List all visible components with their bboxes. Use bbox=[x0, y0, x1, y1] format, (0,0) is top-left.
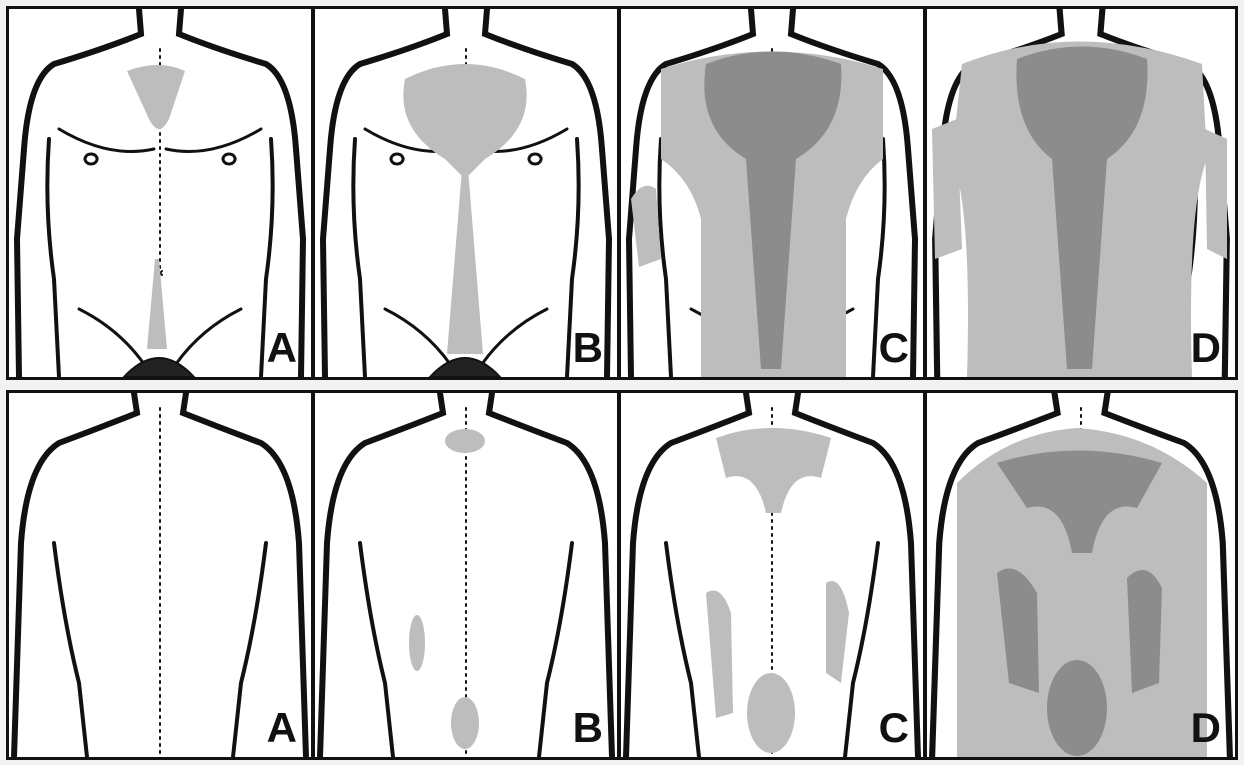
hair-shading-front-d bbox=[932, 42, 1227, 378]
back-panel-d: D bbox=[927, 393, 1235, 757]
front-panel-b: B bbox=[315, 9, 617, 377]
front-panel-d: D bbox=[927, 9, 1235, 377]
panel-label: A bbox=[267, 327, 297, 369]
hair-shading-back-c bbox=[706, 428, 849, 753]
back-torso-figure bbox=[621, 393, 923, 757]
back-panel-a: A bbox=[9, 393, 311, 757]
back-torso-figure bbox=[315, 393, 617, 757]
front-torso-figure bbox=[9, 9, 311, 377]
back-torso-figure bbox=[927, 393, 1235, 757]
panel-label: C bbox=[879, 327, 909, 369]
hair-shading-front-a bbox=[127, 65, 185, 349]
front-torso-figure bbox=[927, 9, 1235, 377]
back-panel-c: C bbox=[621, 393, 923, 757]
hair-shading-back-d bbox=[957, 428, 1207, 757]
front-panel-c: C bbox=[621, 9, 923, 377]
front-torso-figure bbox=[621, 9, 923, 377]
torso-outline bbox=[14, 393, 306, 757]
front-torso-figure bbox=[315, 9, 617, 377]
panel-label: B bbox=[573, 327, 603, 369]
front-view-row: A B C bbox=[6, 6, 1238, 380]
hair-shading-back-b bbox=[409, 429, 485, 749]
panel-label: D bbox=[1191, 707, 1221, 749]
back-torso-figure bbox=[9, 393, 311, 757]
back-panel-b: B bbox=[315, 393, 617, 757]
back-view-row: A B C bbox=[6, 390, 1238, 760]
hair-shading-front-b bbox=[403, 64, 526, 354]
panel-label: D bbox=[1191, 327, 1221, 369]
front-panel-a: A bbox=[9, 9, 311, 377]
panel-label: B bbox=[573, 707, 603, 749]
panel-label: A bbox=[267, 707, 297, 749]
panel-label: C bbox=[879, 707, 909, 749]
